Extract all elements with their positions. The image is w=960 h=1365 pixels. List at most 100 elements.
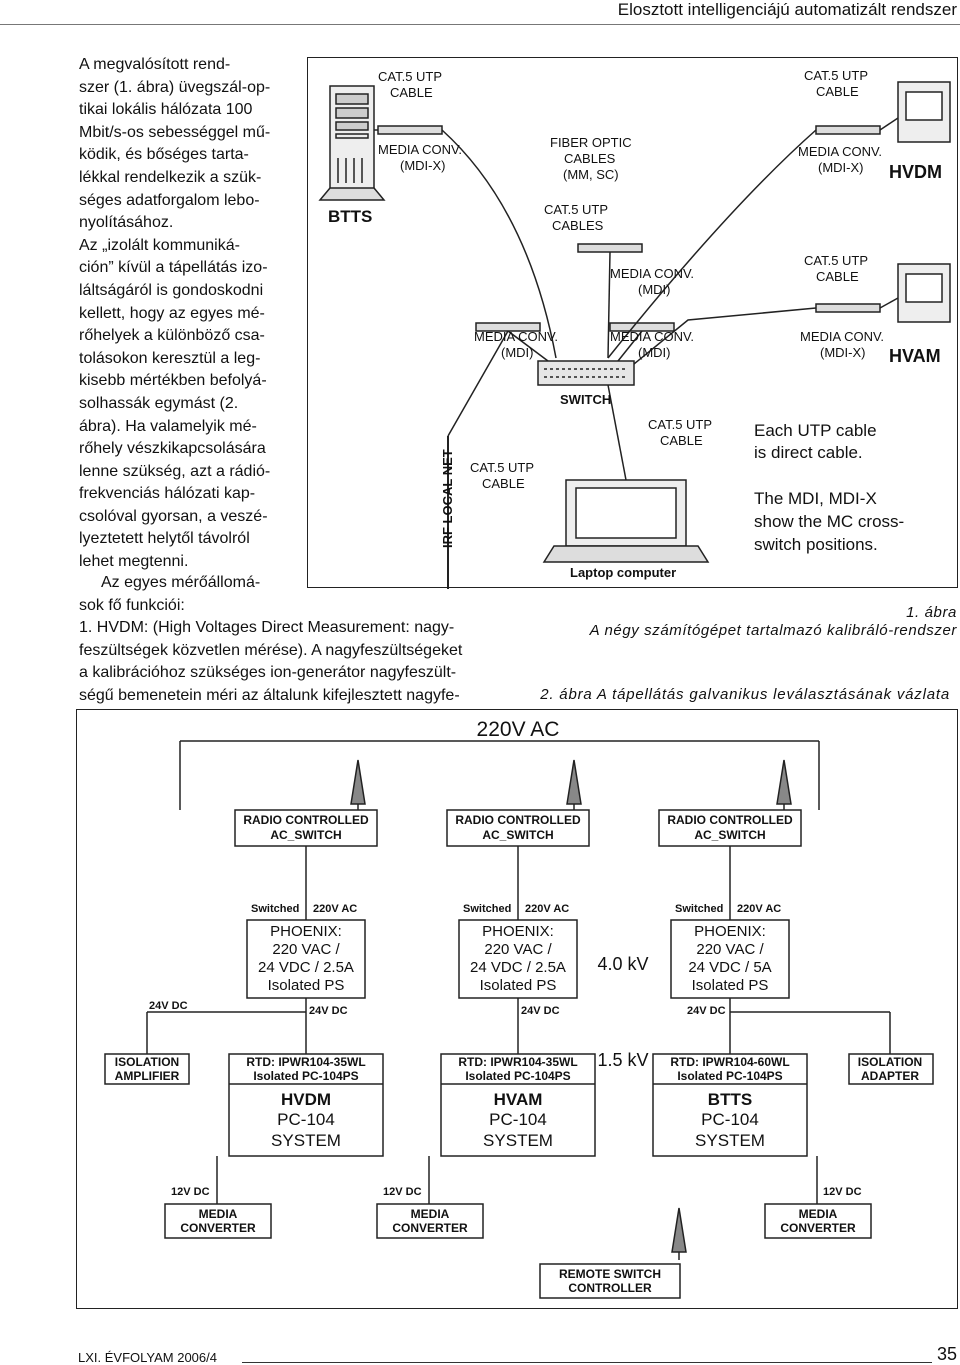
f1-cat5-cables-1: CAT.5 UTP [544,202,608,217]
f2-ac2: 220V AC [525,903,569,915]
p2-l5: tolásokon keresztül a leg- [79,349,261,367]
figure-1-caption: 1. ábra A négy számítógépet tartalmazó k… [590,604,957,640]
f2-mc1-1: MEDIA [199,1207,238,1221]
f2-dc24-c: 24V DC [521,1005,560,1017]
f2-dc24-b: 24V DC [309,1005,348,1017]
f1-laptop: Laptop computer [570,565,676,580]
f2-isoad-1: ISOLATION [858,1055,922,1069]
f1-fiber-1: FIBER OPTIC [550,135,632,150]
figure-2-power-diagram: 220V AC RADIO CONTROLLED AC_SWITCH RADIO… [76,709,958,1309]
p2-l1: ción” kívül a tápellátás izo- [79,259,268,277]
running-header: Elosztott intelligenciájú automatizált r… [617,0,957,19]
f2-isoad-2: ADAPTER [861,1069,919,1083]
f2-dc24-a: 24V DC [149,1000,188,1012]
f2-sw2: Switched [463,903,511,915]
network-switch-icon [537,360,635,386]
p2-l11: frekvenciás hálózati kap- [79,485,256,503]
p2-l10: lenne szükség, azt a rádió- [79,462,271,480]
header-rule [0,24,960,25]
f1-mc-left-1: MEDIA CONV. [378,142,462,157]
f2-isoamp-2: AMPLIFIER [115,1069,180,1083]
p3-l1: sok fő funkciói: [79,596,185,614]
wide-paragraph: Az egyes mérőállomá- sok fő funkciói: 1.… [79,572,503,708]
f1-cat5-left-2: CABLE [390,85,433,100]
laptop-icon [542,479,710,563]
figure-1-svg: CAT.5 UTP CABLE MEDIA CONV. (MDI-X) BTTS… [318,68,951,589]
f1-hvdm: HVDM [889,162,942,182]
f2-ph2-1: PHOENIX: [482,923,554,940]
f1-mc-swl-1: MEDIA CONV. [474,329,558,344]
f1-fiber-3: (MM, SC) [563,167,619,182]
f2-sys2-2: PC-104 [489,1110,547,1129]
f1-cat5-tr-2: CABLE [816,84,859,99]
f1-mc-left-2: (MDI-X) [400,158,446,173]
narrow-column: A megvalósított rend- szer (1. ábra) üve… [79,54,281,582]
f2-rtd2-1: RTD: IPWR104-35WL [458,1055,577,1069]
footer-volume: LXI. ÉVFOLYAM 2006/4 [78,1350,217,1365]
para-2: Az „izolált kommuniká- ción” kívül a táp… [79,235,281,574]
f1-note2-3: switch positions. [754,535,878,554]
f2-sw3: Switched [675,903,723,915]
f1-cat5-mr-2: CABLE [816,269,859,284]
f2-rc2-2: AC_SWITCH [482,828,553,842]
f2-ph3-4: Isolated PS [692,977,769,994]
figure-1-network-diagram: CAT.5 UTP CABLE MEDIA CONV. (MDI-X) BTTS… [307,57,958,589]
f2-sys1-2: PC-104 [277,1110,335,1129]
f2-mc3-1: MEDIA [799,1207,838,1221]
f1-note1-1: Each UTP cable [754,421,877,440]
p2-l3: kellett, hogy az egyes mé- [79,304,265,322]
w-l2: a kalibrációhoz szükséges ion-generátor … [79,664,457,682]
f2-ph2-2: 220 VAC / [484,941,552,958]
f1-mc-swr-1: MEDIA CONV. [610,329,694,344]
p2-l6: kisebb mértékben befolyá- [79,372,267,390]
f1-switch: SWITCH [560,392,611,407]
w-l1: feszültségek közvetlen mérése). A nagyfe… [79,641,463,659]
f2-ph1-4: Isolated PS [268,977,345,994]
f2-mc2-1: MEDIA [411,1207,450,1221]
f2-sys1-1: HVDM [281,1090,331,1109]
f2-dc12-b: 12V DC [383,1186,422,1198]
f2-rc3-2: AC_SWITCH [694,828,765,842]
f2-rc1-2: AC_SWITCH [270,828,341,842]
f2-dc12-c: 12V DC [823,1186,862,1198]
p2-l8: ábra). Ha valamelyik mé- [79,417,257,435]
f1-cat5-irf-1: CAT.5 UTP [470,460,534,475]
f2-ph1-3: 24 VDC / 2.5A [258,959,354,976]
f2-ac3: 220V AC [737,903,781,915]
f1-cat5-tr-1: CAT.5 UTP [804,68,868,83]
f1-mc-swl-2: (MDI) [501,345,534,360]
f1-cat5-left-1: CAT.5 UTP [378,69,442,84]
f2-kv15: 1.5 kV [597,1050,648,1070]
f2-mc3-2: CONVERTER [780,1221,856,1235]
p1-l2: tikai lokális hálózata 100 [79,101,253,119]
p2-l7: solhassák egymást (2. [79,394,239,412]
p1-l5: lékkal rendelkezik a szük- [79,168,262,186]
f2-sys2-1: HVAM [494,1090,543,1109]
f1-cat5-cables-2: CABLES [552,218,604,233]
f2-sys3-3: SYSTEM [695,1131,765,1150]
f2-ph2-3: 24 VDC / 2.5A [470,959,566,976]
p3-l0: Az egyes mérőállomá- [101,574,261,591]
f2-sys3-2: PC-104 [701,1110,759,1129]
antenna-icon [776,759,792,812]
f2-sys3-1: BTTS [708,1090,752,1109]
f2-remote-2: CONTROLLER [568,1281,652,1295]
f1-note2-2: show the MC cross- [754,512,904,531]
f2-sw1: Switched [251,903,299,915]
antenna-icon [566,759,582,812]
f2-ph1-1: PHOENIX: [270,923,342,940]
para-1: A megvalósított rend- szer (1. ábra) üve… [79,54,281,235]
f2-remote-1: REMOTE SWITCH [559,1267,661,1281]
p1-l3: Mbit/s-os sebességgel mű- [79,123,271,141]
antenna-icon [671,1207,687,1260]
f1-mc-mid-2: (MDI) [638,282,671,297]
f2-dc12-a: 12V DC [171,1186,210,1198]
workstation-icon-hvam [897,263,951,323]
f2-ac1: 220V AC [313,903,357,915]
f2-kv4: 4.0 kV [597,954,648,974]
fig1-text: A négy számítógépet tartalmazó kalibráló… [589,622,957,639]
f1-mc-swr-2: (MDI) [638,345,671,360]
media-converter-icon [815,303,881,313]
p2-l2: láltságáról is gondoskodni [79,281,264,299]
f1-hvam: HVAM [889,346,941,366]
